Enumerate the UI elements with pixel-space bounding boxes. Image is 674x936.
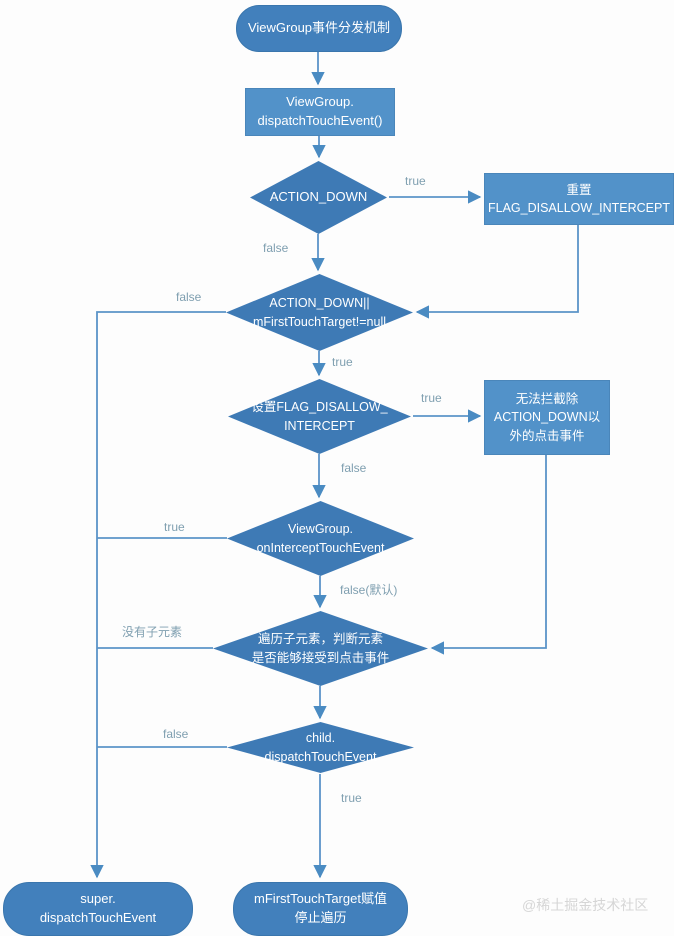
- node-action-down-or-target-label: ACTION_DOWN|| mFirstTouchTarget!=null: [252, 296, 387, 329]
- edge-label-child-dispatch-true: true: [341, 791, 362, 805]
- edge-label-on-intercept-true: true: [164, 520, 185, 534]
- node-traverse-children-label: 遍历子元素，判断元素 是否能够接受到点击事件: [251, 632, 390, 665]
- edge-label-set-flag-false: false: [341, 461, 367, 475]
- edge-label-child-dispatch-false: false: [163, 727, 189, 741]
- edge-label-action-down-false: false: [263, 241, 289, 255]
- edge-label-or-target-false: false: [176, 290, 202, 304]
- node-cannot-intercept-label: 无法拦截除 ACTION_DOWN以 外的点击事件: [493, 392, 601, 443]
- node-action-down-label: ACTION_DOWN: [269, 189, 368, 205]
- node-action-down-or-target: ACTION_DOWN|| mFirstTouchTarget!=null: [226, 274, 413, 351]
- node-on-intercept-touch-event: ViewGroup. onInterceptTouchEvent: [227, 501, 414, 576]
- edge-label-action-down-true: true: [405, 174, 426, 188]
- node-set-flag: 设置FLAG_DISALLOW_ INTERCEPT: [228, 379, 411, 454]
- edge-ortarget-false-to-super: [90, 311, 226, 879]
- node-assign-target: mFirstTouchTarget赋值 停止遍历: [233, 882, 408, 936]
- node-super-dispatch: super. dispatchTouchEvent: [3, 882, 193, 936]
- edge-label-or-target-true: true: [332, 355, 353, 369]
- node-action-down: ACTION_DOWN: [250, 161, 387, 234]
- node-child-dispatch: child. dispatchTouchEvent: [227, 722, 414, 773]
- node-cannot-intercept: 无法拦截除 ACTION_DOWN以 外的点击事件: [484, 380, 610, 455]
- node-dispatch-touch-event-label: ViewGroup. dispatchTouchEvent(): [257, 94, 383, 128]
- edge-cannotintercept-to-traverse: [430, 453, 547, 655]
- node-set-flag-label: 设置FLAG_DISALLOW_ INTERCEPT: [251, 400, 388, 433]
- node-dispatch-touch-event: ViewGroup. dispatchTouchEvent(): [245, 88, 395, 136]
- edge-label-traverse-no-children: 没有子元素: [122, 625, 183, 639]
- node-reset-flag-label: 重置 FLAG_DISALLOW_INTERCEPT: [488, 182, 670, 215]
- node-super-dispatch-label: super. dispatchTouchEvent: [39, 891, 157, 925]
- edge-resetflag-to-ortarget: [415, 223, 579, 319]
- watermark-text: @稀土掘金技术社区: [522, 897, 649, 913]
- node-start: ViewGroup事件分发机制: [236, 5, 402, 52]
- node-traverse-children: 遍历子元素，判断元素 是否能够接受到点击事件: [213, 611, 428, 686]
- edge-label-set-flag-true: true: [421, 391, 442, 405]
- node-on-intercept-touch-event-label: ViewGroup. onInterceptTouchEvent: [256, 522, 385, 555]
- node-reset-flag: 重置 FLAG_DISALLOW_INTERCEPT: [484, 173, 674, 225]
- node-child-dispatch-label: child. dispatchTouchEvent: [264, 731, 377, 764]
- edge-label-on-intercept-false-default: false(默认): [340, 583, 398, 597]
- node-assign-target-label: mFirstTouchTarget赋值 停止遍历: [254, 891, 387, 925]
- node-start-label: ViewGroup事件分发机制: [247, 20, 391, 36]
